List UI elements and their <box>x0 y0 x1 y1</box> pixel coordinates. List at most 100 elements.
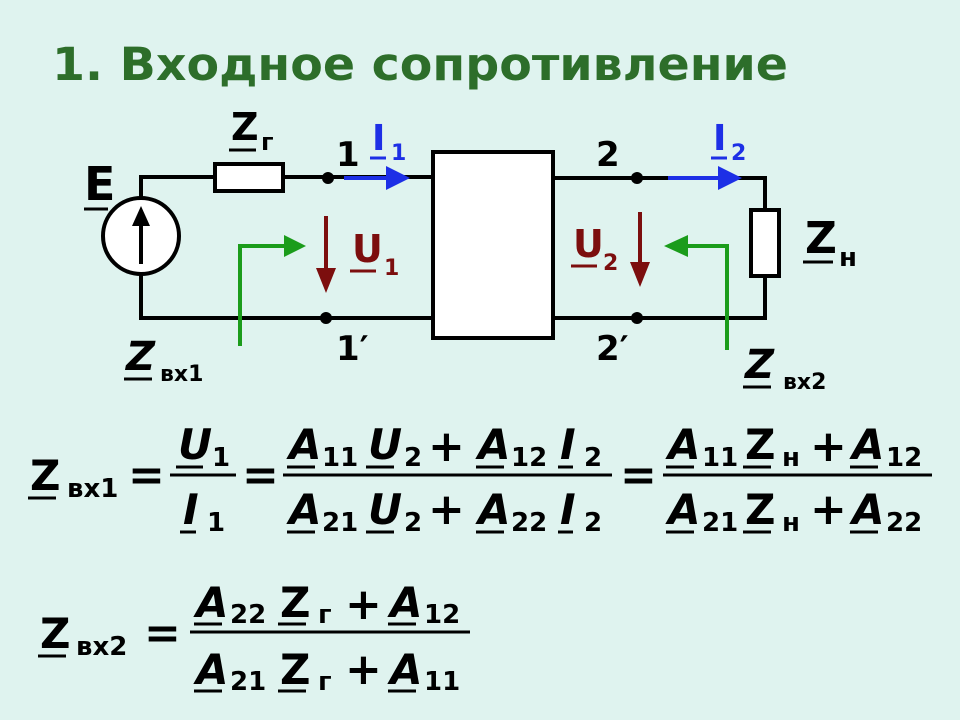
voltage-out-arrow <box>630 212 650 287</box>
two-port-network-box <box>431 150 555 340</box>
formula-1-f2-den-sub-0: 21 <box>322 508 358 538</box>
formula-input-impedance-1: Z вх1 = U 1 I 1 = A 11 U 2 + A 12 I 2 A … <box>28 420 932 538</box>
formula-2-lhs-symbol: Z <box>40 609 70 658</box>
terminal-label-2: 2 <box>596 135 620 175</box>
current-out-subscript: 2 <box>731 141 746 166</box>
formula-1-f2-num-term-3: I <box>560 420 576 469</box>
formula-1-f2-den-term-3: I <box>560 485 576 534</box>
formula-1-f2-num-term-1: U <box>368 420 402 469</box>
input-impedance-2-arrow-shaft <box>686 244 729 350</box>
input-impedance-2-subscript: вх2 <box>783 370 826 395</box>
source-arrow-icon <box>132 206 150 264</box>
current-in-symbol: I <box>372 118 385 159</box>
voltage-out-arrow-head <box>630 262 650 287</box>
formula-1-f2-den-term-2: A <box>475 485 511 534</box>
formula-1-f3-den-plus: + <box>810 484 847 535</box>
formula-2-num-sub-0: 22 <box>230 600 266 630</box>
formula-1-f2-den-sub-3: 2 <box>584 508 602 538</box>
formula-1-f2-num-sub-2: 12 <box>511 443 547 473</box>
formula-1-lhs-subscript: вх1 <box>67 474 118 504</box>
wire-two-port-to-load-top <box>553 176 767 210</box>
formula-2-den-term-2: A <box>387 645 423 694</box>
circuit-diagram: E Z г 1 2 1′ 2′ I 1 I 2 U 1 U <box>84 105 857 395</box>
formula-1-f2-num-plus: + <box>428 421 465 472</box>
input-impedance-1-label: Z вх1 <box>124 334 203 387</box>
formula-1-f3-num-term-2: A <box>849 420 885 469</box>
input-impedance-2-arrow-head <box>664 235 688 257</box>
voltage-in-label: U 1 <box>350 227 399 281</box>
input-impedance-2-symbol: Z <box>743 342 775 388</box>
formula-2-den-term-0: A <box>193 645 229 694</box>
wire-two-port-to-source-bottom <box>139 274 433 320</box>
voltage-out-symbol: U <box>573 222 604 266</box>
voltage-in-symbol: U <box>352 227 383 271</box>
voltage-in-arrow <box>316 216 336 293</box>
formula-2-den-sub-2: 11 <box>424 667 460 697</box>
formula-2-den-sub-0: 21 <box>230 667 266 697</box>
formula-1-f2-den-plus: + <box>428 484 465 535</box>
voltage-out-subscript: 2 <box>603 251 618 276</box>
formula-1-f2-num-term-0: A <box>286 420 322 469</box>
formula-1-f3-num-sub-2: 12 <box>886 443 922 473</box>
load-impedance-label: Z н <box>803 213 857 273</box>
formula-2-num-sub-1: г <box>318 600 332 630</box>
current-out-arrow-head <box>718 166 742 190</box>
input-impedance-1-symbol: Z <box>124 334 156 380</box>
terminal-node-2-prime <box>631 312 643 324</box>
terminal-node-2 <box>631 172 643 184</box>
formula-1-f2-den-sub-1: 2 <box>404 508 422 538</box>
voltage-in-arrow-head <box>316 268 336 293</box>
terminal-label-1: 1 <box>336 135 360 175</box>
load-impedance-resistor <box>749 208 781 278</box>
current-in-subscript: 1 <box>391 141 406 166</box>
source-arrow-head <box>132 206 150 226</box>
formula-1-f3-num-sub-1: н <box>782 443 800 473</box>
formula-1-f3-num-sub-0: 11 <box>702 443 738 473</box>
formula-1-f3-den-sub-2: 22 <box>886 508 922 538</box>
formula-1-f2-den-term-1: U <box>368 485 402 534</box>
formula-2-num-term-1: Z <box>280 578 310 627</box>
voltage-in-subscript: 1 <box>384 256 399 281</box>
formula-1-f2-den-term-0: A <box>286 485 322 534</box>
formula-1-f3-den-sub-0: 21 <box>702 508 738 538</box>
wire-load-to-two-port-bottom <box>553 276 767 320</box>
formula-1-f3-den-term-2: A <box>849 485 885 534</box>
formula-1-f3-den-term-1: Z <box>745 485 775 534</box>
formula-1-f1-den-subscript: 1 <box>207 508 225 538</box>
formula-2-equals: = <box>144 608 181 659</box>
generator-impedance-subscript: г <box>261 128 274 156</box>
formula-1-f3-den-sub-1: н <box>782 508 800 538</box>
formula-2-lhs-subscript: вх2 <box>76 632 127 662</box>
current-in-arrow-head <box>386 166 410 190</box>
formula-2-den-plus: + <box>345 644 382 695</box>
source-emf-symbol: E <box>84 157 115 211</box>
input-impedance-1-subscript: вх1 <box>160 362 203 387</box>
formula-1-f2-den-sub-2: 22 <box>511 508 547 538</box>
formula-2-num-plus: + <box>345 579 382 630</box>
voltage-out-label: U 2 <box>571 222 618 276</box>
current-out-symbol: I <box>713 118 726 159</box>
input-impedance-1-arrow-shaft <box>238 244 288 346</box>
formula-2-den-term-1: Z <box>280 645 310 694</box>
formula-1-f1-den-symbol: I <box>183 485 199 534</box>
formula-1-f2-num-sub-1: 2 <box>404 443 422 473</box>
generator-impedance-resistor <box>213 162 285 193</box>
formula-2-num-sub-2: 12 <box>424 600 460 630</box>
formula-1-equals-3: = <box>620 450 657 501</box>
formula-1-f3-num-term-0: A <box>665 420 701 469</box>
formula-1-f3-den-term-0: A <box>665 485 701 534</box>
load-impedance-symbol: Z <box>805 213 837 264</box>
formula-2-num-term-0: A <box>193 578 229 627</box>
terminal-label-2-prime: 2′ <box>596 329 629 369</box>
input-impedance-2-label: Z вх2 <box>743 342 826 395</box>
formula-1-f2-num-sub-0: 11 <box>322 443 358 473</box>
terminal-label-1-prime: 1′ <box>336 329 369 369</box>
input-impedance-1-arrow-head <box>284 235 306 257</box>
wire-source-to-generator-impedance <box>139 175 215 200</box>
formula-1-f2-num-term-2: A <box>475 420 511 469</box>
source-emf-label: E <box>84 157 115 211</box>
formula-input-impedance-2: Z вх2 = A 22 Z г + A 12 A 21 Z г + A 11 <box>38 578 470 697</box>
current-out-arrow <box>668 166 742 190</box>
load-impedance-subscript: н <box>839 243 857 273</box>
